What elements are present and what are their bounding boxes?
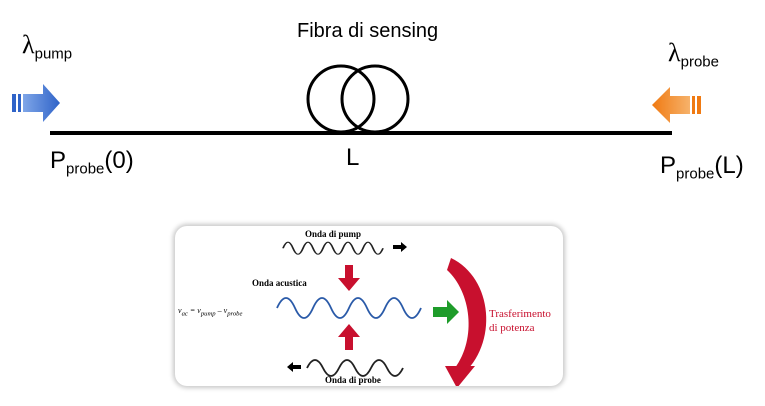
pL-subscript: probe [676,165,715,183]
lambda-symbol: λ [668,38,681,67]
diagram-title: Fibra di sensing [297,20,439,42]
red-arrow-up [338,324,360,350]
p-symbol: P [50,147,67,174]
power-transfer-arrow [447,258,487,376]
ac-subscript: ac [181,310,188,318]
probe-subscript: probe [680,53,719,71]
p-symbol: P [660,152,677,179]
pump-direction-arrow [393,242,407,252]
minus-sign: – [215,306,224,315]
p-probe-L-label: Pprobe(L) [660,152,744,183]
pump-freq-subscript: pump [200,310,216,318]
lambda-pump-label: λpump [22,30,73,63]
probe-direction-arrow [287,362,301,372]
lambda-symbol: λ [22,30,35,59]
equals-sign: = [187,306,198,315]
probe-wave-label: Onda di probe [325,375,381,385]
acoustic-wave-label: Onda acustica [252,278,307,288]
lambda-probe-label: λprobe [668,38,719,71]
frequency-formula: νac = νpump – νprobe [178,307,242,318]
power-transfer-arrowhead [445,366,475,386]
pump-arrow [12,84,60,122]
pump-subscript: pump [34,45,73,63]
p0-subscript: probe [66,160,105,178]
red-arrow-down [338,265,360,291]
fiber-midpoint-label: L [346,144,360,171]
transfer-label-line2: di potenza [489,322,535,334]
inset-graphics [276,241,487,386]
probe-freq-subscript: probe [227,310,243,318]
p-probe-0-label: Pprobe(0) [50,147,134,178]
brillouin-inset: Onda di pump Onda acustica Onda di probe… [175,226,563,386]
probe-arrow [652,87,701,123]
acoustic-wave [276,297,422,319]
pL-argument: (L) [714,152,744,179]
nu-symbol: ν [178,306,182,315]
pump-wave [282,241,384,255]
probe-wave [306,359,404,377]
transfer-label-line1: Trasferimento [489,308,551,320]
green-arrow [433,300,459,324]
nu-symbol: ν [223,306,228,315]
pump-wave-label: Onda di pump [305,229,362,239]
nu-symbol: ν [197,306,201,315]
p0-argument: (0) [104,147,134,174]
fiber-coil [306,64,410,134]
